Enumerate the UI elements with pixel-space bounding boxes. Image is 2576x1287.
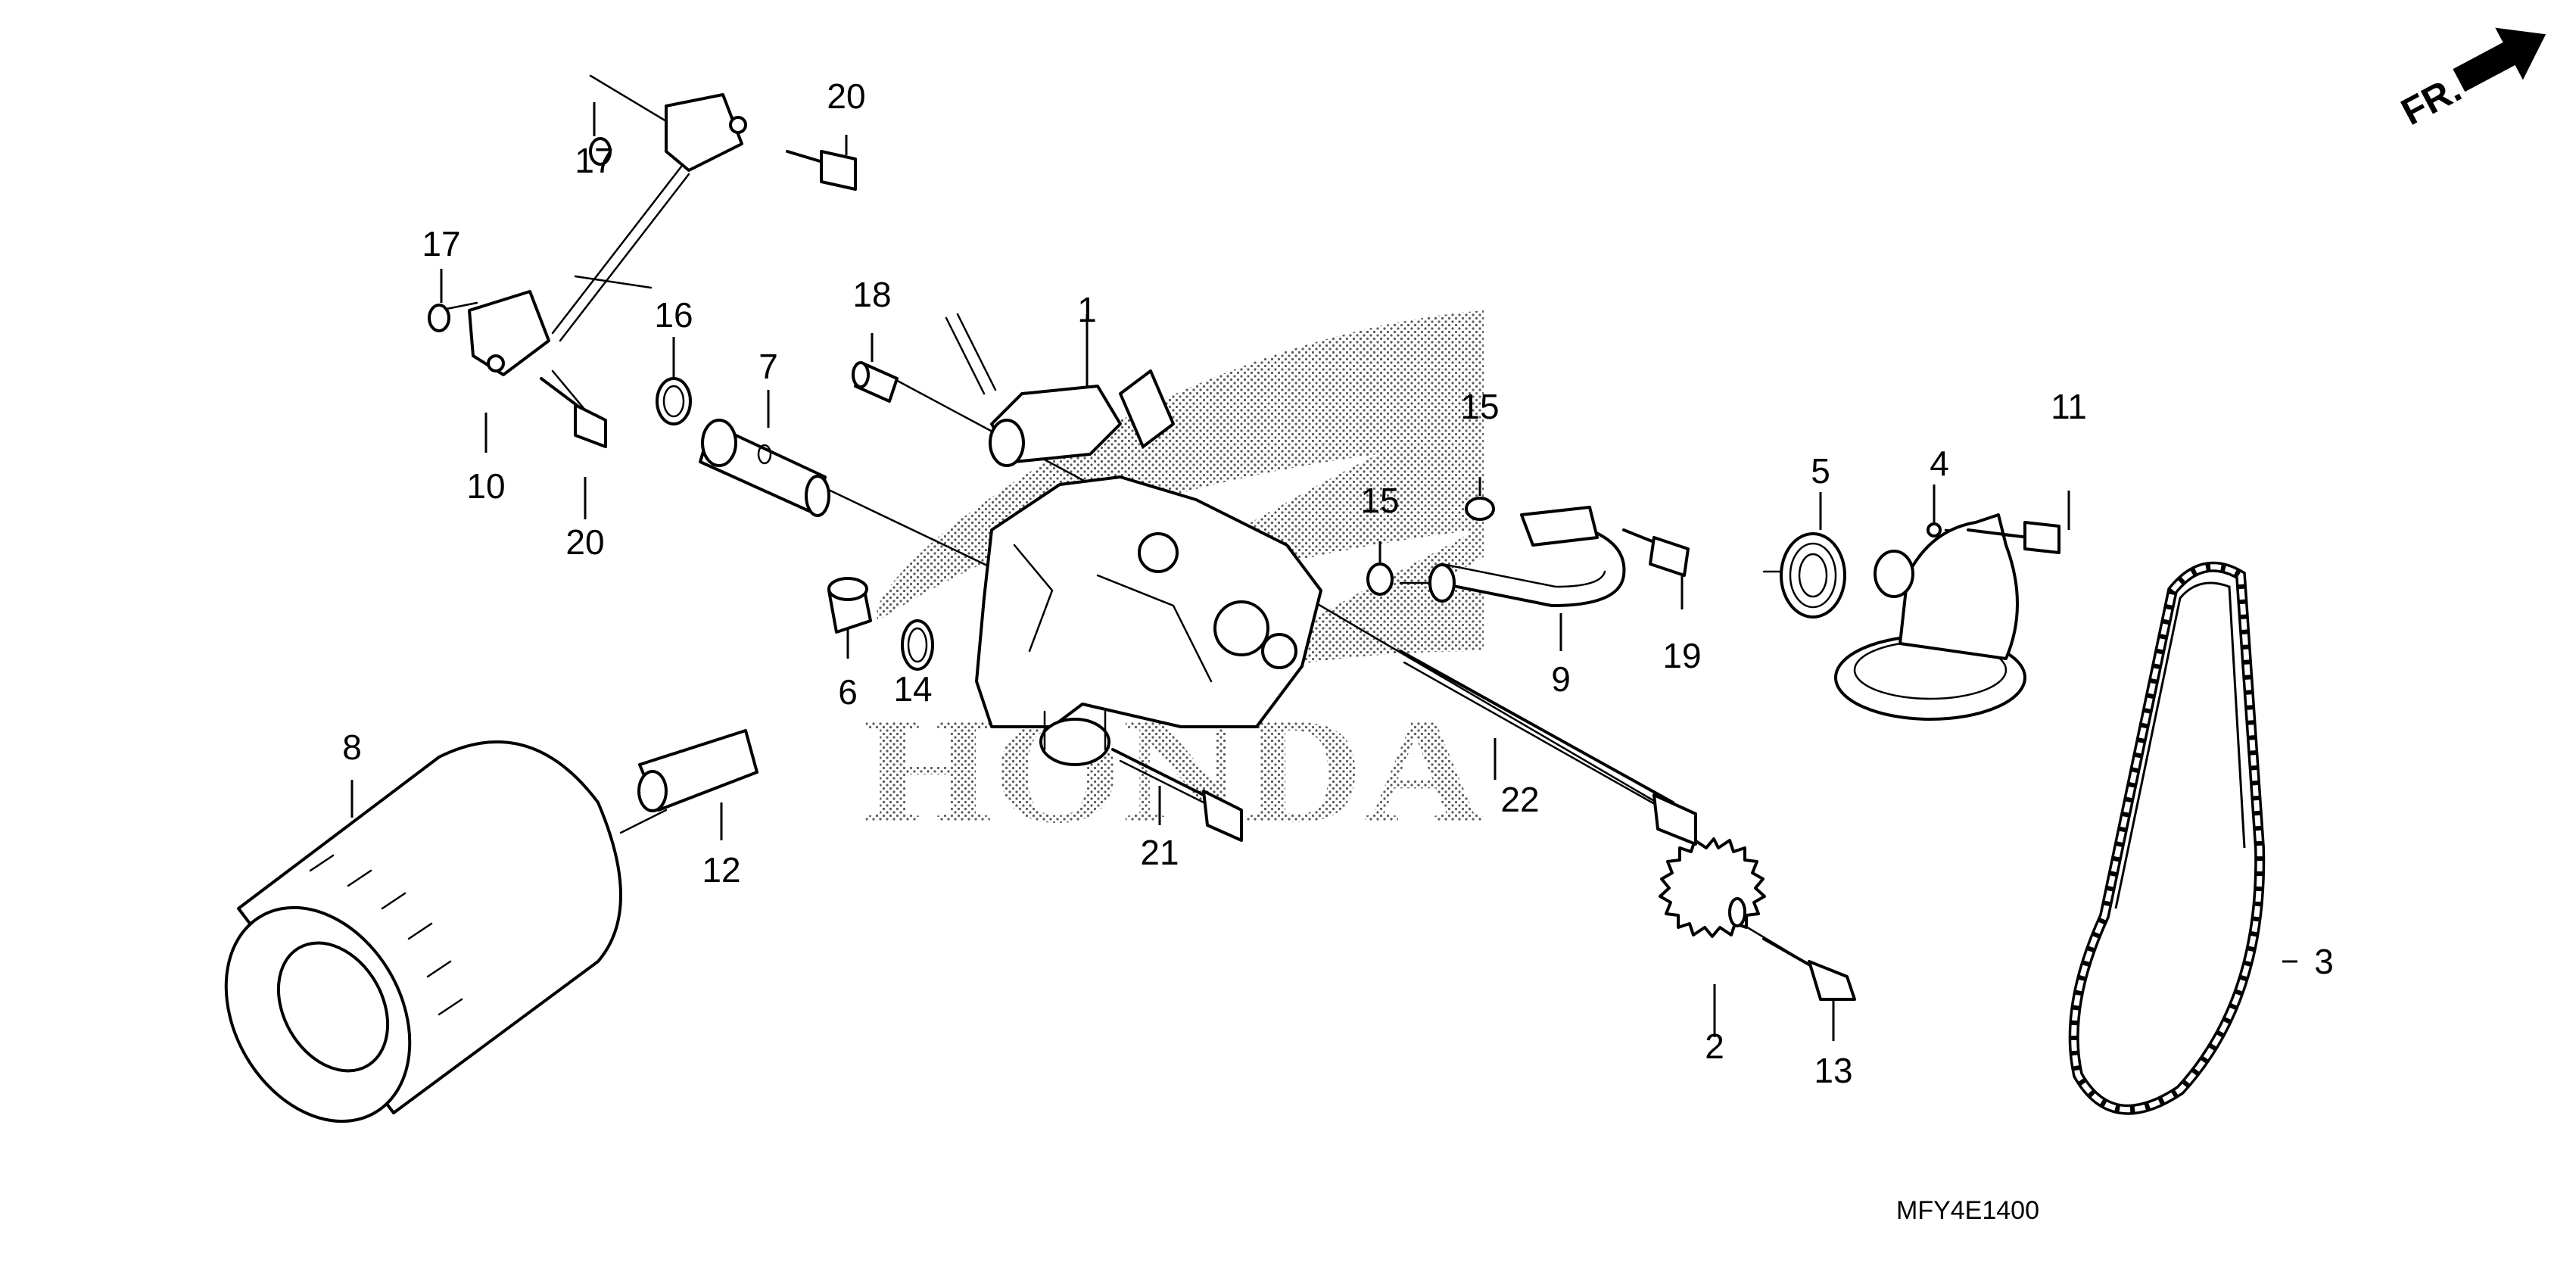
leader-lines bbox=[350, 102, 2297, 1041]
strainer-bolt bbox=[1967, 521, 2060, 554]
callout-10: 10 bbox=[466, 466, 505, 506]
dowel-collar bbox=[827, 577, 872, 634]
sprocket-bolt bbox=[1762, 937, 1856, 1001]
callout-20-upper: 20 bbox=[827, 76, 865, 116]
o-ring-14 bbox=[901, 619, 934, 671]
fr-label: FR. bbox=[2394, 67, 2468, 133]
callout-13: 13 bbox=[1814, 1051, 1852, 1090]
oil-pipe bbox=[1428, 506, 1626, 607]
callout-19: 19 bbox=[1662, 636, 1701, 675]
callout-7: 7 bbox=[758, 347, 778, 386]
callout-1: 1 bbox=[1077, 290, 1097, 329]
callout-22: 22 bbox=[1500, 780, 1539, 819]
oil-pump-sprocket bbox=[1659, 837, 1766, 938]
oil-filter bbox=[224, 740, 622, 1123]
callout-4: 4 bbox=[1930, 444, 1949, 483]
strainer-grommet bbox=[1780, 532, 1846, 619]
callout-15-lower: 15 bbox=[1360, 481, 1399, 520]
pipe-bolt-19 bbox=[1622, 528, 1690, 577]
oil-pump-drive-chain bbox=[2068, 561, 2266, 1115]
oil-strainer bbox=[1834, 513, 2026, 721]
callout-21: 21 bbox=[1140, 833, 1179, 872]
callout-15-upper: 15 bbox=[1460, 387, 1499, 426]
callout-14: 14 bbox=[893, 669, 932, 709]
bracket-bolt-20-lower bbox=[540, 377, 607, 448]
callout-3: 3 bbox=[2314, 942, 2334, 981]
callout-20-lower: 20 bbox=[565, 522, 604, 562]
front-arrow-icon bbox=[2453, 27, 2546, 92]
front-direction-indicator: FR. bbox=[2394, 27, 2546, 133]
diagram-code: MFY4E1400 bbox=[1896, 1196, 2039, 1225]
pump-bolt-21 bbox=[1111, 748, 1243, 842]
callout-5: 5 bbox=[1811, 451, 1830, 491]
callout-2: 2 bbox=[1705, 1027, 1724, 1066]
callout-labels: 1 2 3 4 5 6 7 8 9 10 11 12 13 14 15 15 1… bbox=[342, 76, 2334, 1090]
honda-wing-shape bbox=[877, 310, 1484, 681]
relief-valve bbox=[699, 419, 830, 517]
pump-long-bolt-22 bbox=[1399, 650, 1697, 846]
callout-16: 16 bbox=[654, 295, 693, 335]
filter-boss bbox=[637, 729, 758, 812]
o-ring-15-lower bbox=[1366, 562, 1394, 596]
o-ring-15-upper bbox=[1465, 497, 1495, 521]
dowel-pin-18 bbox=[852, 361, 899, 403]
callout-8: 8 bbox=[342, 728, 362, 767]
oil-pipe-bracket bbox=[468, 93, 747, 376]
callout-11: 11 bbox=[2051, 387, 2087, 426]
callout-9: 9 bbox=[1551, 659, 1571, 699]
callout-6: 6 bbox=[838, 672, 858, 712]
callout-17-lower: 17 bbox=[422, 224, 460, 263]
washer-17-lower bbox=[428, 304, 450, 332]
washer-17-upper bbox=[589, 137, 612, 166]
callout-17-upper: 17 bbox=[575, 141, 613, 180]
oil-pump bbox=[945, 313, 1322, 766]
callout-12: 12 bbox=[702, 850, 740, 890]
bracket-bolt-20-upper bbox=[786, 150, 857, 191]
callout-18: 18 bbox=[852, 275, 891, 314]
o-ring-16 bbox=[656, 377, 692, 425]
